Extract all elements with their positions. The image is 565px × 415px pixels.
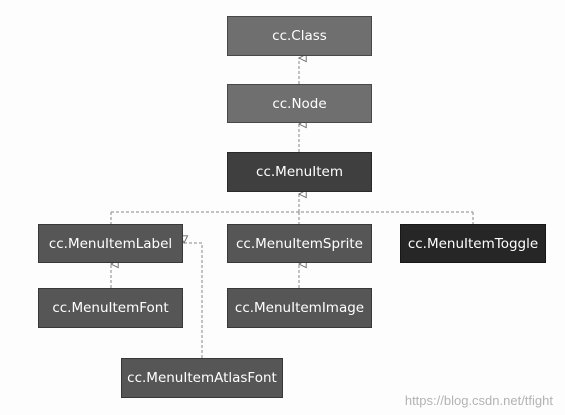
edge-atlasfont-to-label — [184, 243, 203, 358]
node-cc-node: cc.Node — [227, 84, 372, 123]
node-cc-menuitem: cc.MenuItem — [227, 152, 372, 192]
node-cc-menuitem-toggle: cc.MenuItemToggle — [400, 224, 546, 263]
node-cc-class: cc.Class — [227, 16, 372, 56]
node-cc-menuitem-atlasfont: cc.MenuItemAtlasFont — [121, 358, 283, 398]
node-cc-menuitem-font: cc.MenuItemFont — [38, 288, 183, 328]
watermark: https://blog.csdn.net/tfight — [404, 393, 553, 408]
node-cc-menuitem-image: cc.MenuItemImage — [227, 288, 372, 328]
node-cc-menuitem-sprite: cc.MenuItemSprite — [227, 224, 372, 263]
node-cc-menuitem-label: cc.MenuItemLabel — [38, 224, 183, 263]
